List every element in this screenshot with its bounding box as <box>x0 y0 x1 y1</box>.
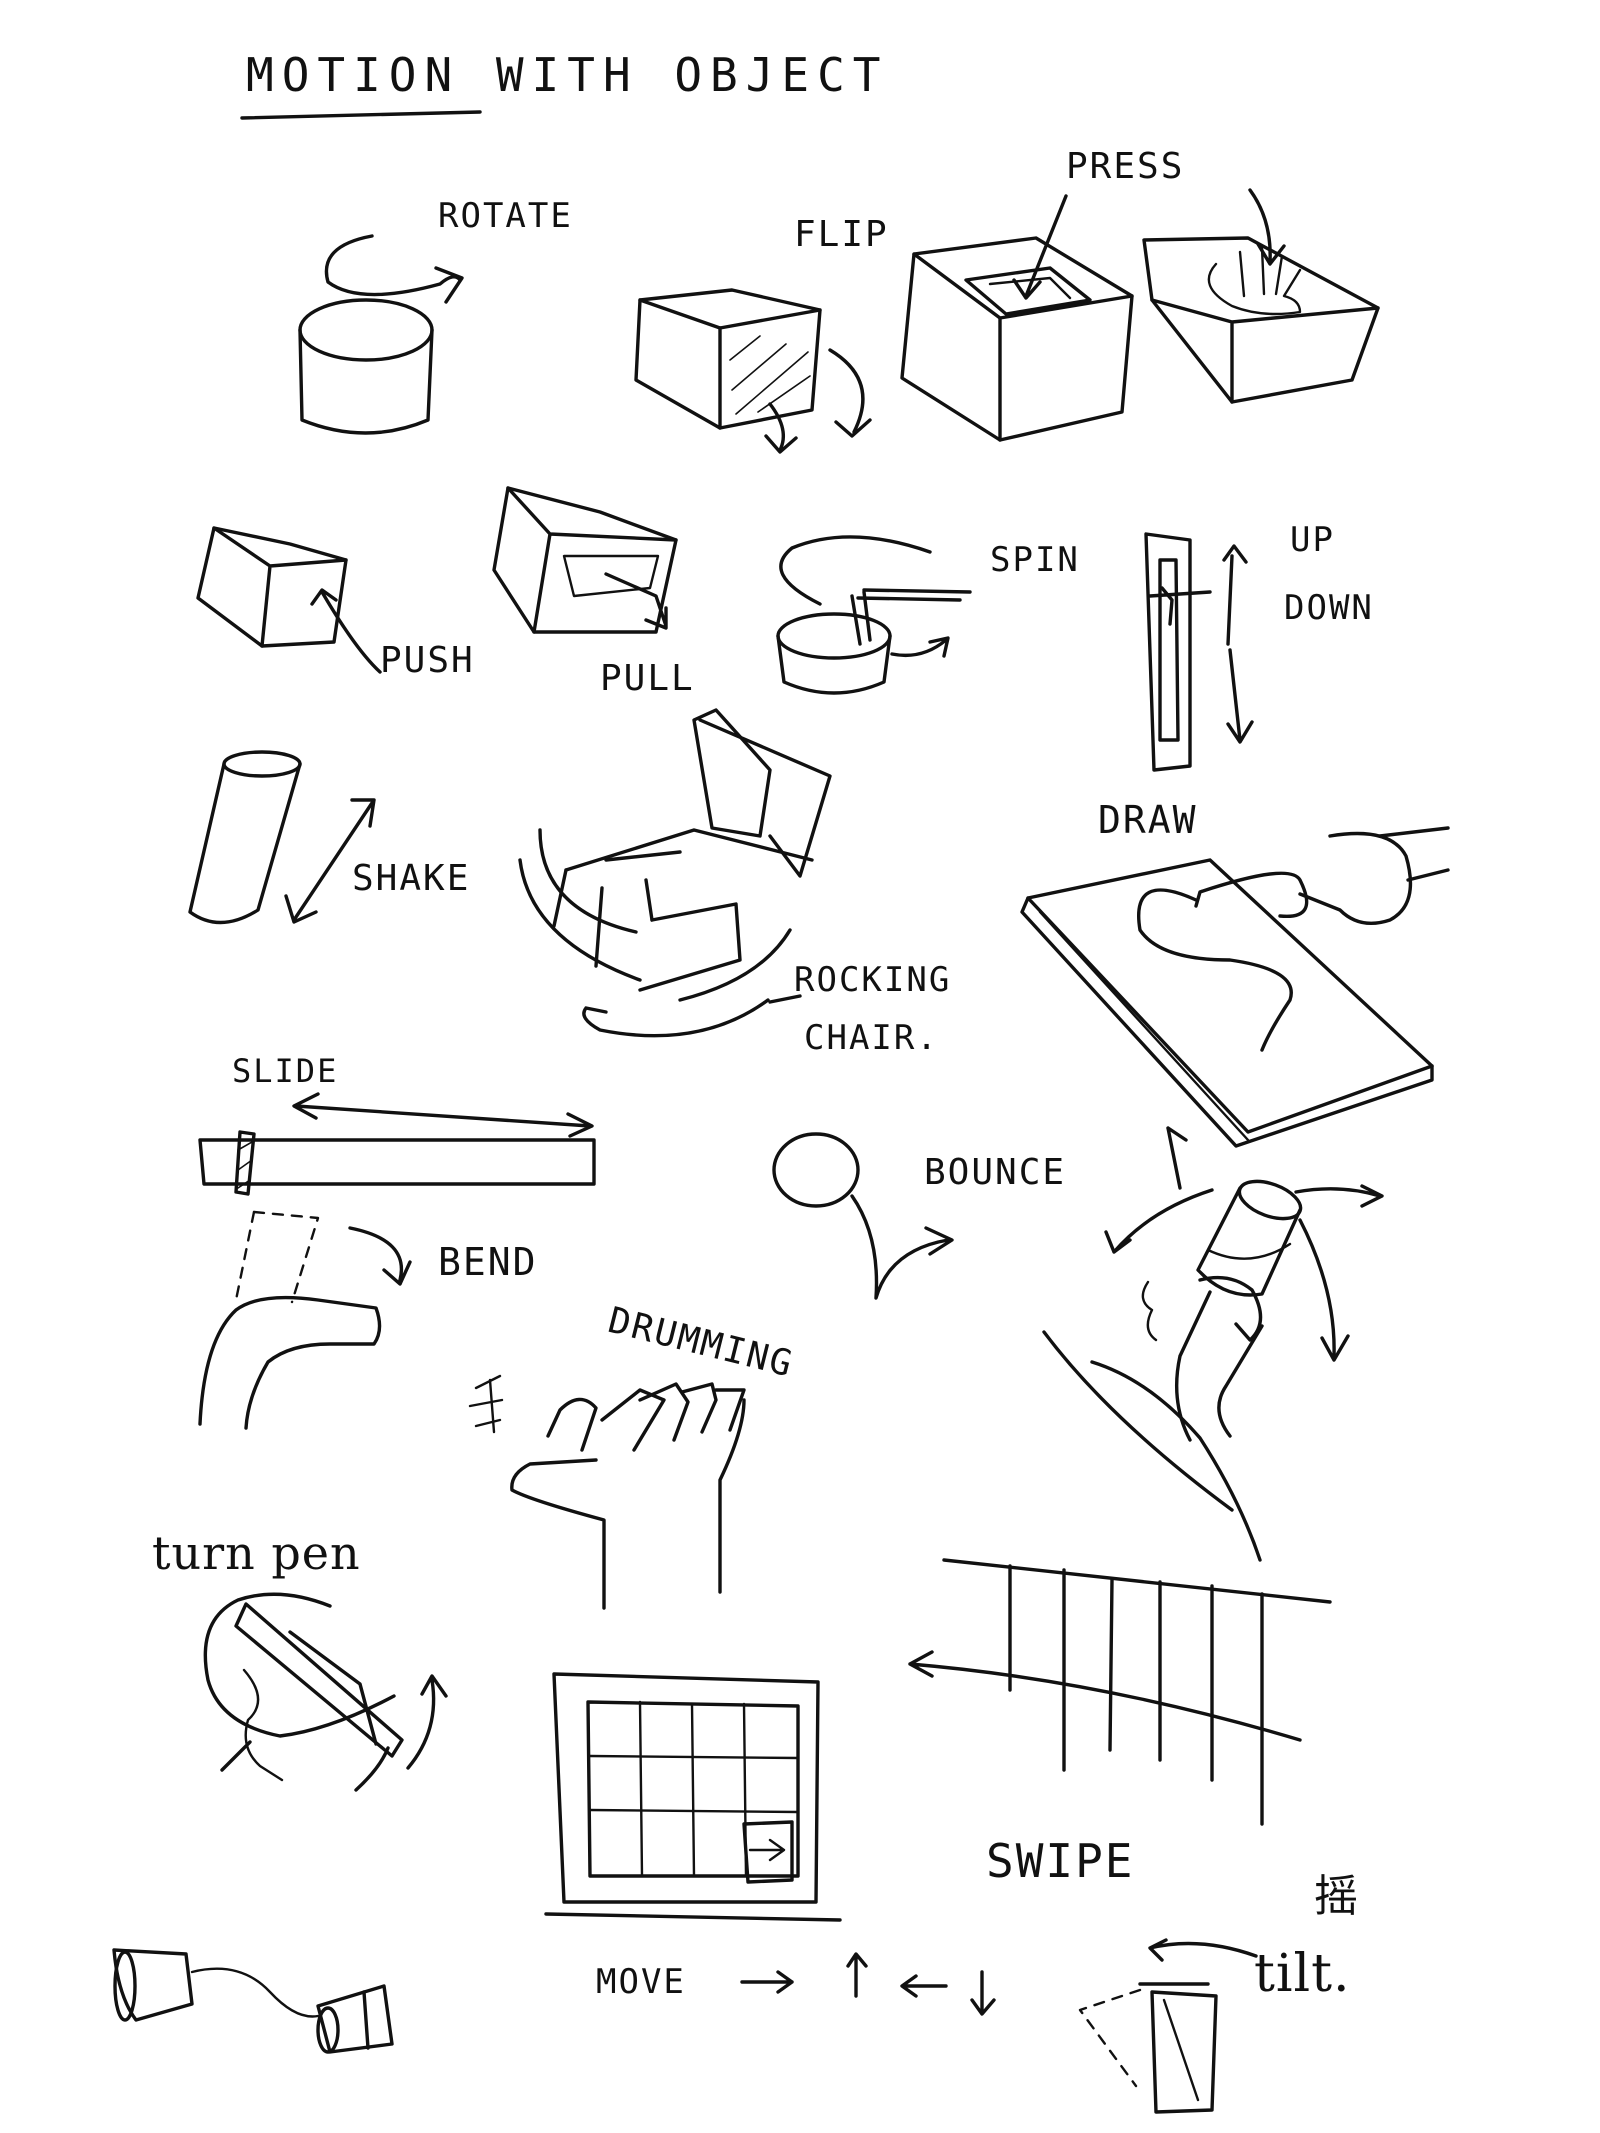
label-spin: SPIN <box>990 540 1080 580</box>
tilt-box-sketch <box>1078 1938 1258 2114</box>
label-press: PRESS <box>1066 146 1185 187</box>
slide-rail-sketch <box>198 1092 596 1196</box>
label-swipe: SWIPE <box>986 1834 1135 1888</box>
swipe-strings-sketch <box>908 1558 1332 1826</box>
turn-pen-sketch <box>203 1592 448 1792</box>
label-bounce: BOUNCE <box>924 1152 1067 1193</box>
label-up: UP <box>1290 520 1335 560</box>
shake-cylinder-sketch <box>188 750 376 925</box>
label-pull: PULL <box>600 658 695 699</box>
label-tilt: tilt. <box>1254 1944 1351 2004</box>
press-hand-box-sketch <box>1142 188 1380 404</box>
move-arrows-sketch <box>740 1952 996 2016</box>
page-title: MOTION WITH OBJECT <box>246 48 889 102</box>
label-push: PUSH <box>380 640 475 681</box>
drumming-hand-sketch <box>468 1374 746 1610</box>
label-rocking: ROCKING <box>794 960 952 1000</box>
label-draw: DRAW <box>1098 798 1198 842</box>
label-turn-pen: turn pen <box>152 1526 361 1580</box>
label-slide: SLIDE <box>232 1052 339 1090</box>
tin-can-phone-sketch <box>112 1948 394 2054</box>
pull-drawer-sketch <box>492 486 678 634</box>
label-bend: BEND <box>438 1240 538 1284</box>
label-down: DOWN <box>1284 588 1374 628</box>
bounce-ball-sketch <box>772 1132 954 1300</box>
rotate-cylinder-sketch <box>298 234 464 435</box>
spin-pot-sketch <box>776 535 972 695</box>
press-box-sketch <box>900 194 1134 442</box>
label-flip: FLIP <box>794 214 889 255</box>
label-tilt-cjk: 摇 <box>1314 1871 1360 1922</box>
push-cube-sketch <box>196 526 382 674</box>
rocking-chair-sketch <box>518 708 832 1038</box>
label-chair: CHAIR. <box>804 1018 939 1058</box>
flip-box-sketch <box>634 288 872 454</box>
label-move: MOVE <box>596 1962 686 2002</box>
draw-tablet-sketch <box>1020 826 1450 1148</box>
label-shake: SHAKE <box>352 858 471 899</box>
title-underline <box>240 110 482 120</box>
label-rotate: ROTATE <box>438 196 573 236</box>
tilt-cup-hand-sketch <box>1042 1126 1384 1562</box>
updown-slider-sketch <box>1144 532 1254 772</box>
move-grid-sketch <box>544 1672 842 1922</box>
bend-pipe-sketch <box>198 1210 412 1430</box>
